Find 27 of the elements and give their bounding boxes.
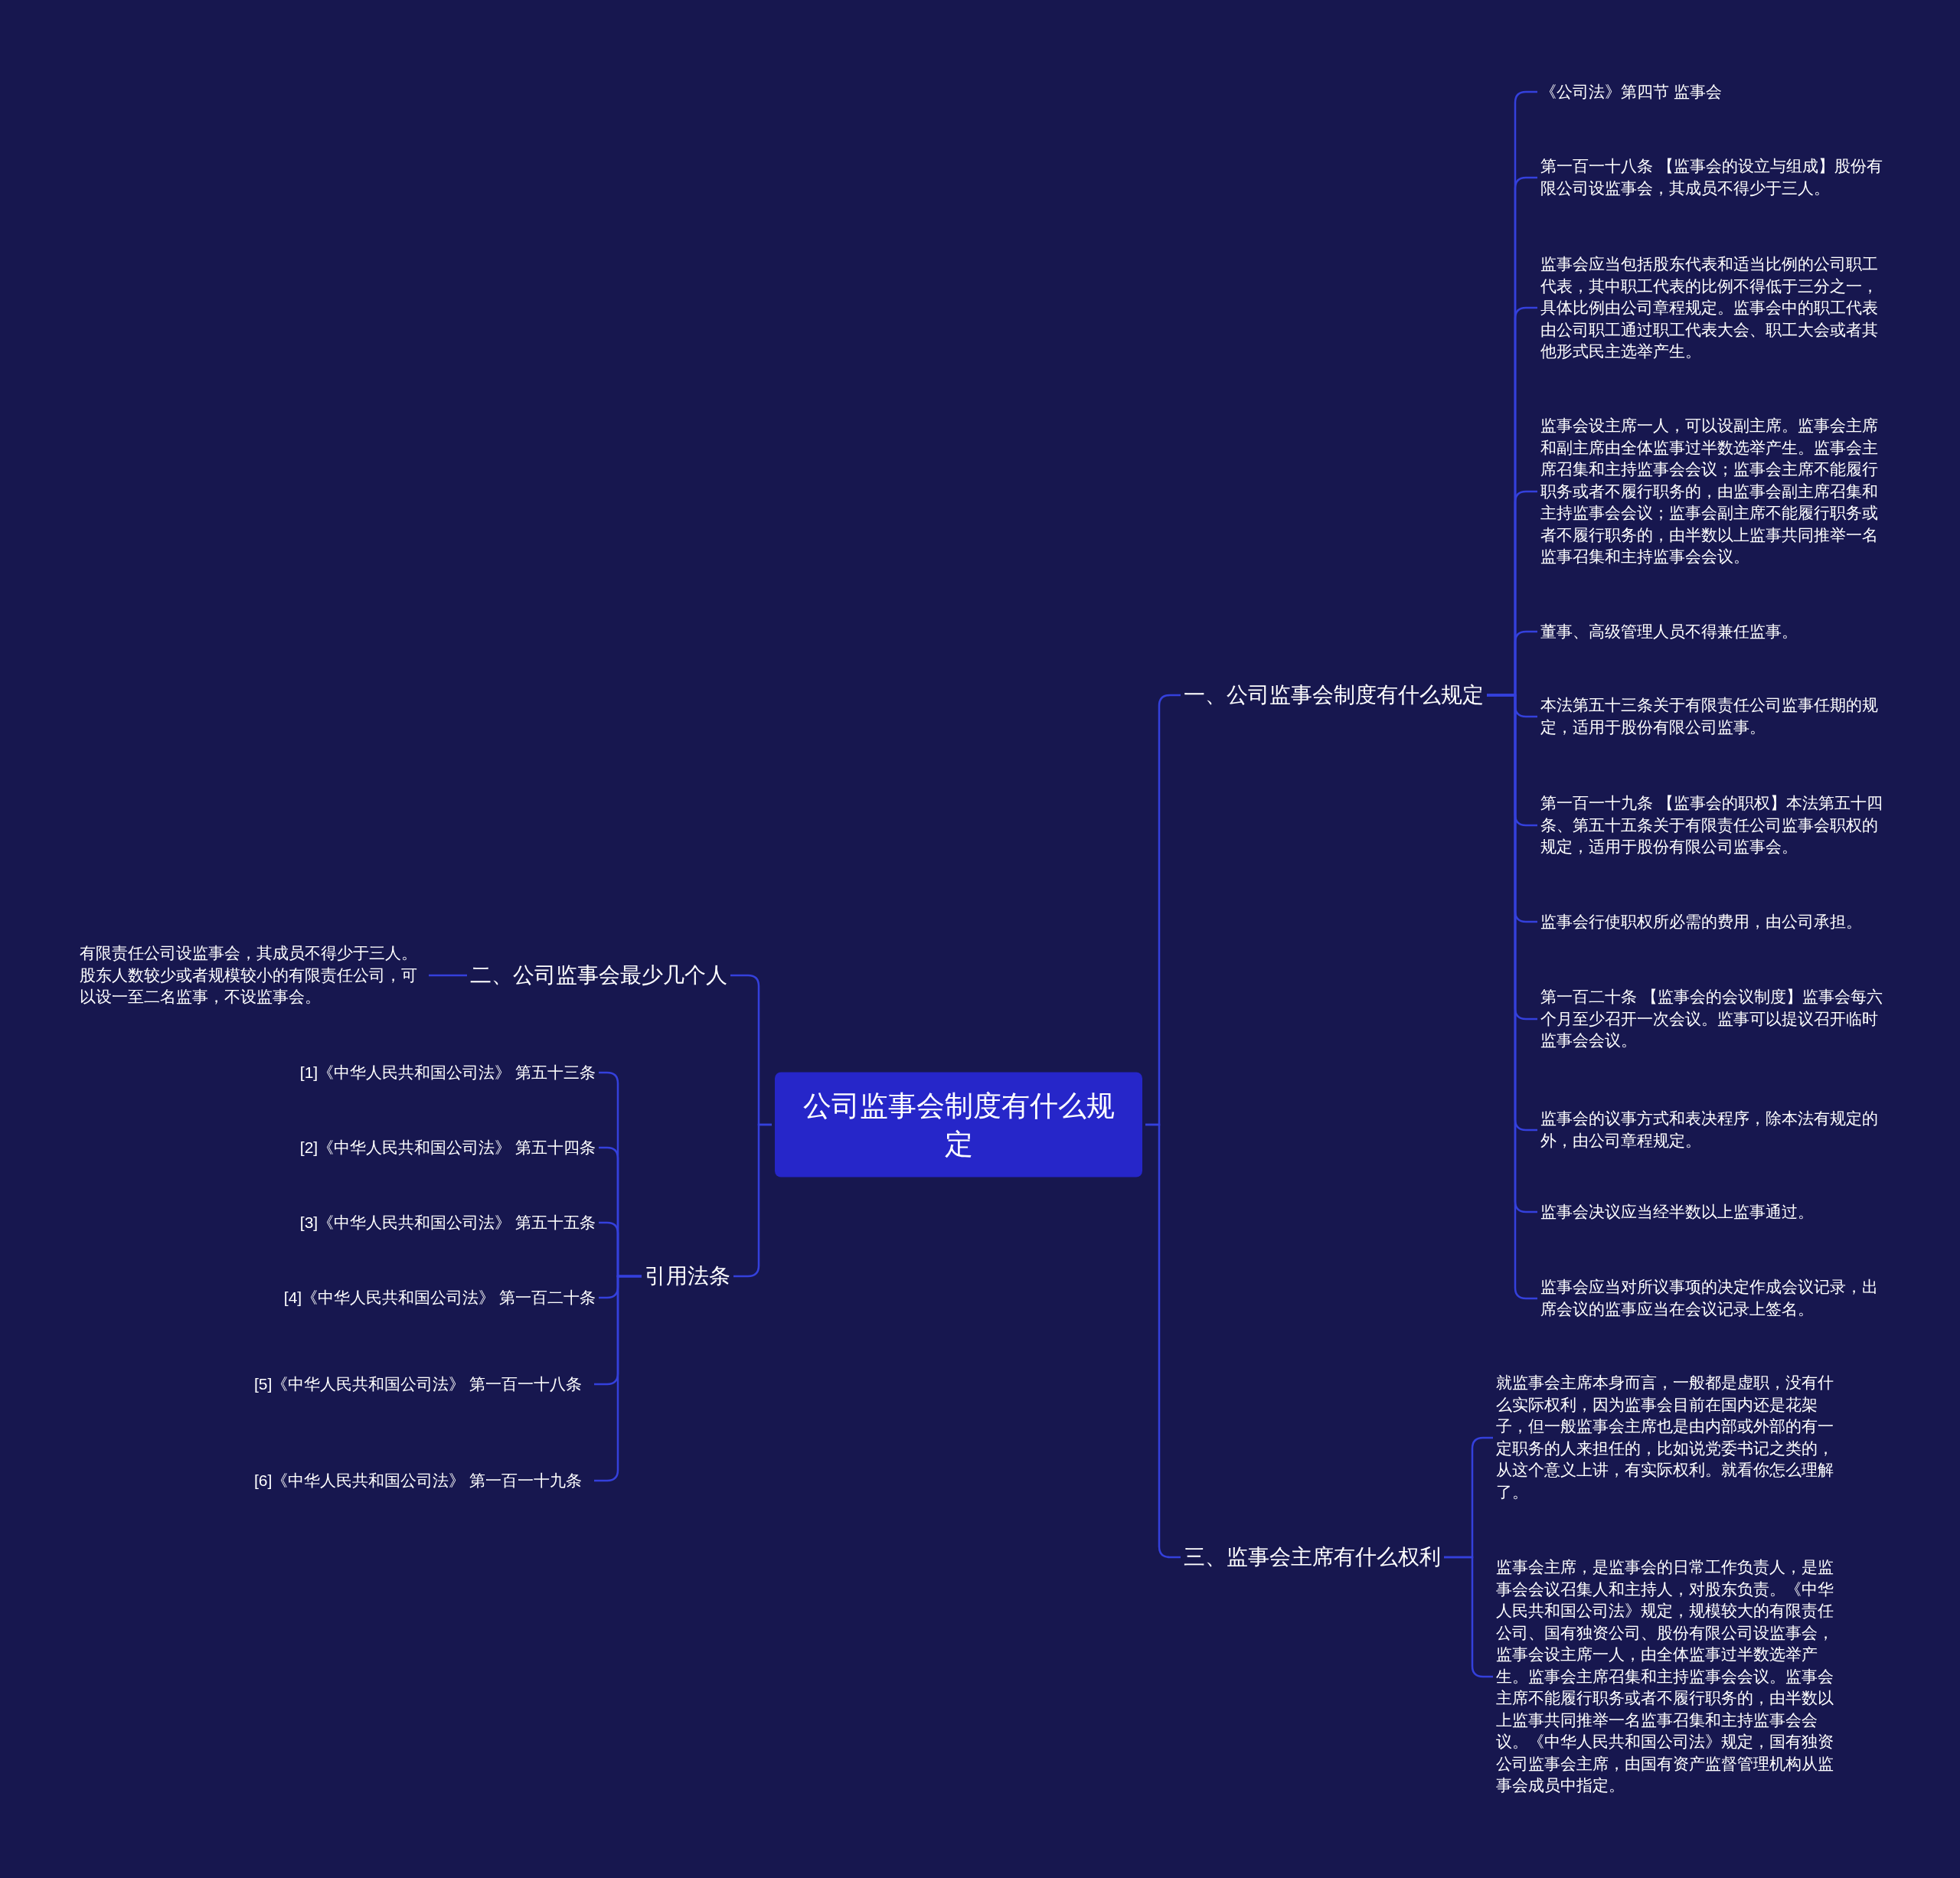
reference-text: [5]《中华人民共和国公司法》 第一百一十八条 bbox=[254, 1373, 591, 1396]
leaf-text: 监事会行使职权所必需的费用，由公司承担。 bbox=[1540, 910, 1893, 933]
connector-line bbox=[429, 974, 467, 977]
leaf-text: 有限责任公司设监事会，其成员不得少于三人。股东人数较少或者规模较小的有限责任公司，可以设一至二名监事，不设监事会。 bbox=[80, 942, 426, 1008]
leaf-text: 监事会的议事方式和表决程序，除本法有规定的外，由公司章程规定。 bbox=[1540, 1108, 1893, 1152]
leaf-text: 监事会主席，是监事会的日常工作负责人，是监事会会议召集人和主持人，对股东负责。《中华人民共和国公司法》规定，规模较大的有限责任公司、国有独资公司、股份有限公司设监事会，监事会设主席一人，由全体监事过半数选举产生。监事会主席召集和主持监事会会议。监事会主席不能履行职务或者不履行职务的，由半数以上监事共同推举一名监事召集和主持监事会会议。《中华人民共和国公司法》规定，国有独资公司监事会主席，由国有资产监督管理机构从监事会成员中指定。 bbox=[1496, 1556, 1847, 1797]
branch-topic: 二、公司监事会最少几个人 bbox=[470, 961, 727, 990]
leaf-text: 董事、高级管理人员不得兼任监事。 bbox=[1540, 620, 1893, 643]
branch-topic: 三、监事会主席有什么权利 bbox=[1184, 1543, 1441, 1572]
leaf-text: 第一百二十条 【监事会的会议制度】监事会每六个月至少召开一次会议。监事可以提议召开临时监事会会议。 bbox=[1540, 986, 1893, 1052]
leaf-text: 监事会应当对所议事项的决定作成会议记录，出席会议的监事应当在会议记录上签名。 bbox=[1540, 1276, 1893, 1321]
leaf-text: 监事会设主席一人，可以设副主席。监事会主席和副主席由全体监事过半数选举产生。监事会主席召集和主持监事会会议；监事会主席不能履行职务或者不履行职务的，由监事会副主席召集和主持监事会会议；监事会副主席不能履行职务或者不履行职务的，由半数以上监事共同推举一名监事召集和主持监事会会议。 bbox=[1540, 415, 1893, 568]
reference-text: [3]《中华人民共和国公司法》 第五十五条 bbox=[245, 1211, 596, 1234]
reference-text: [4]《中华人民共和国公司法》 第一百二十条 bbox=[245, 1286, 596, 1309]
reference-text: [1]《中华人民共和国公司法》 第五十三条 bbox=[245, 1061, 596, 1084]
leaf-text: 本法第五十三条关于有限责任公司监事任期的规定，适用于股份有限公司监事。 bbox=[1540, 694, 1893, 739]
leaf-text: 第一百一十八条 【监事会的设立与组成】股份有限公司设监事会，其成员不得少于三人。 bbox=[1540, 155, 1893, 200]
branch-topic: 一、公司监事会制度有什么规定 bbox=[1184, 681, 1484, 710]
branch-topic: 引用法条 bbox=[645, 1262, 730, 1291]
reference-text: [6]《中华人民共和国公司法》 第一百一十九条 bbox=[254, 1469, 591, 1492]
leaf-text: 监事会应当包括股东代表和适当比例的公司职工代表，其中职工代表的比例不得低于三分之一，具体比例由公司章程规定。监事会中的职工代表由公司职工通过职工代表大会、职工大会或者其他形式民主选举产生。 bbox=[1540, 253, 1893, 363]
leaf-text: 监事会决议应当经半数以上监事通过。 bbox=[1540, 1200, 1893, 1223]
leaf-text: 《公司法》第四节 监事会 bbox=[1540, 80, 1893, 103]
reference-text: [2]《中华人民共和国公司法》 第五十四条 bbox=[245, 1136, 596, 1159]
root-topic-box: 公司监事会制度有什么规定 bbox=[775, 1072, 1142, 1177]
leaf-text: 就监事会主席本身而言，一般都是虚职，没有什么实际权利，因为监事会目前在国内还是花架子，但一般监事会主席也是由内部或外部的有一定职务的人来担任的，比如说党委书记之类的，从这个意义上讲，有实际权利。就看你怎么理解了。 bbox=[1496, 1372, 1847, 1504]
leaf-text: 第一百一十九条 【监事会的职权】本法第五十四条、第五十五条关于有限责任公司监事会职权的规定，适用于股份有限公司监事会。 bbox=[1540, 792, 1893, 858]
